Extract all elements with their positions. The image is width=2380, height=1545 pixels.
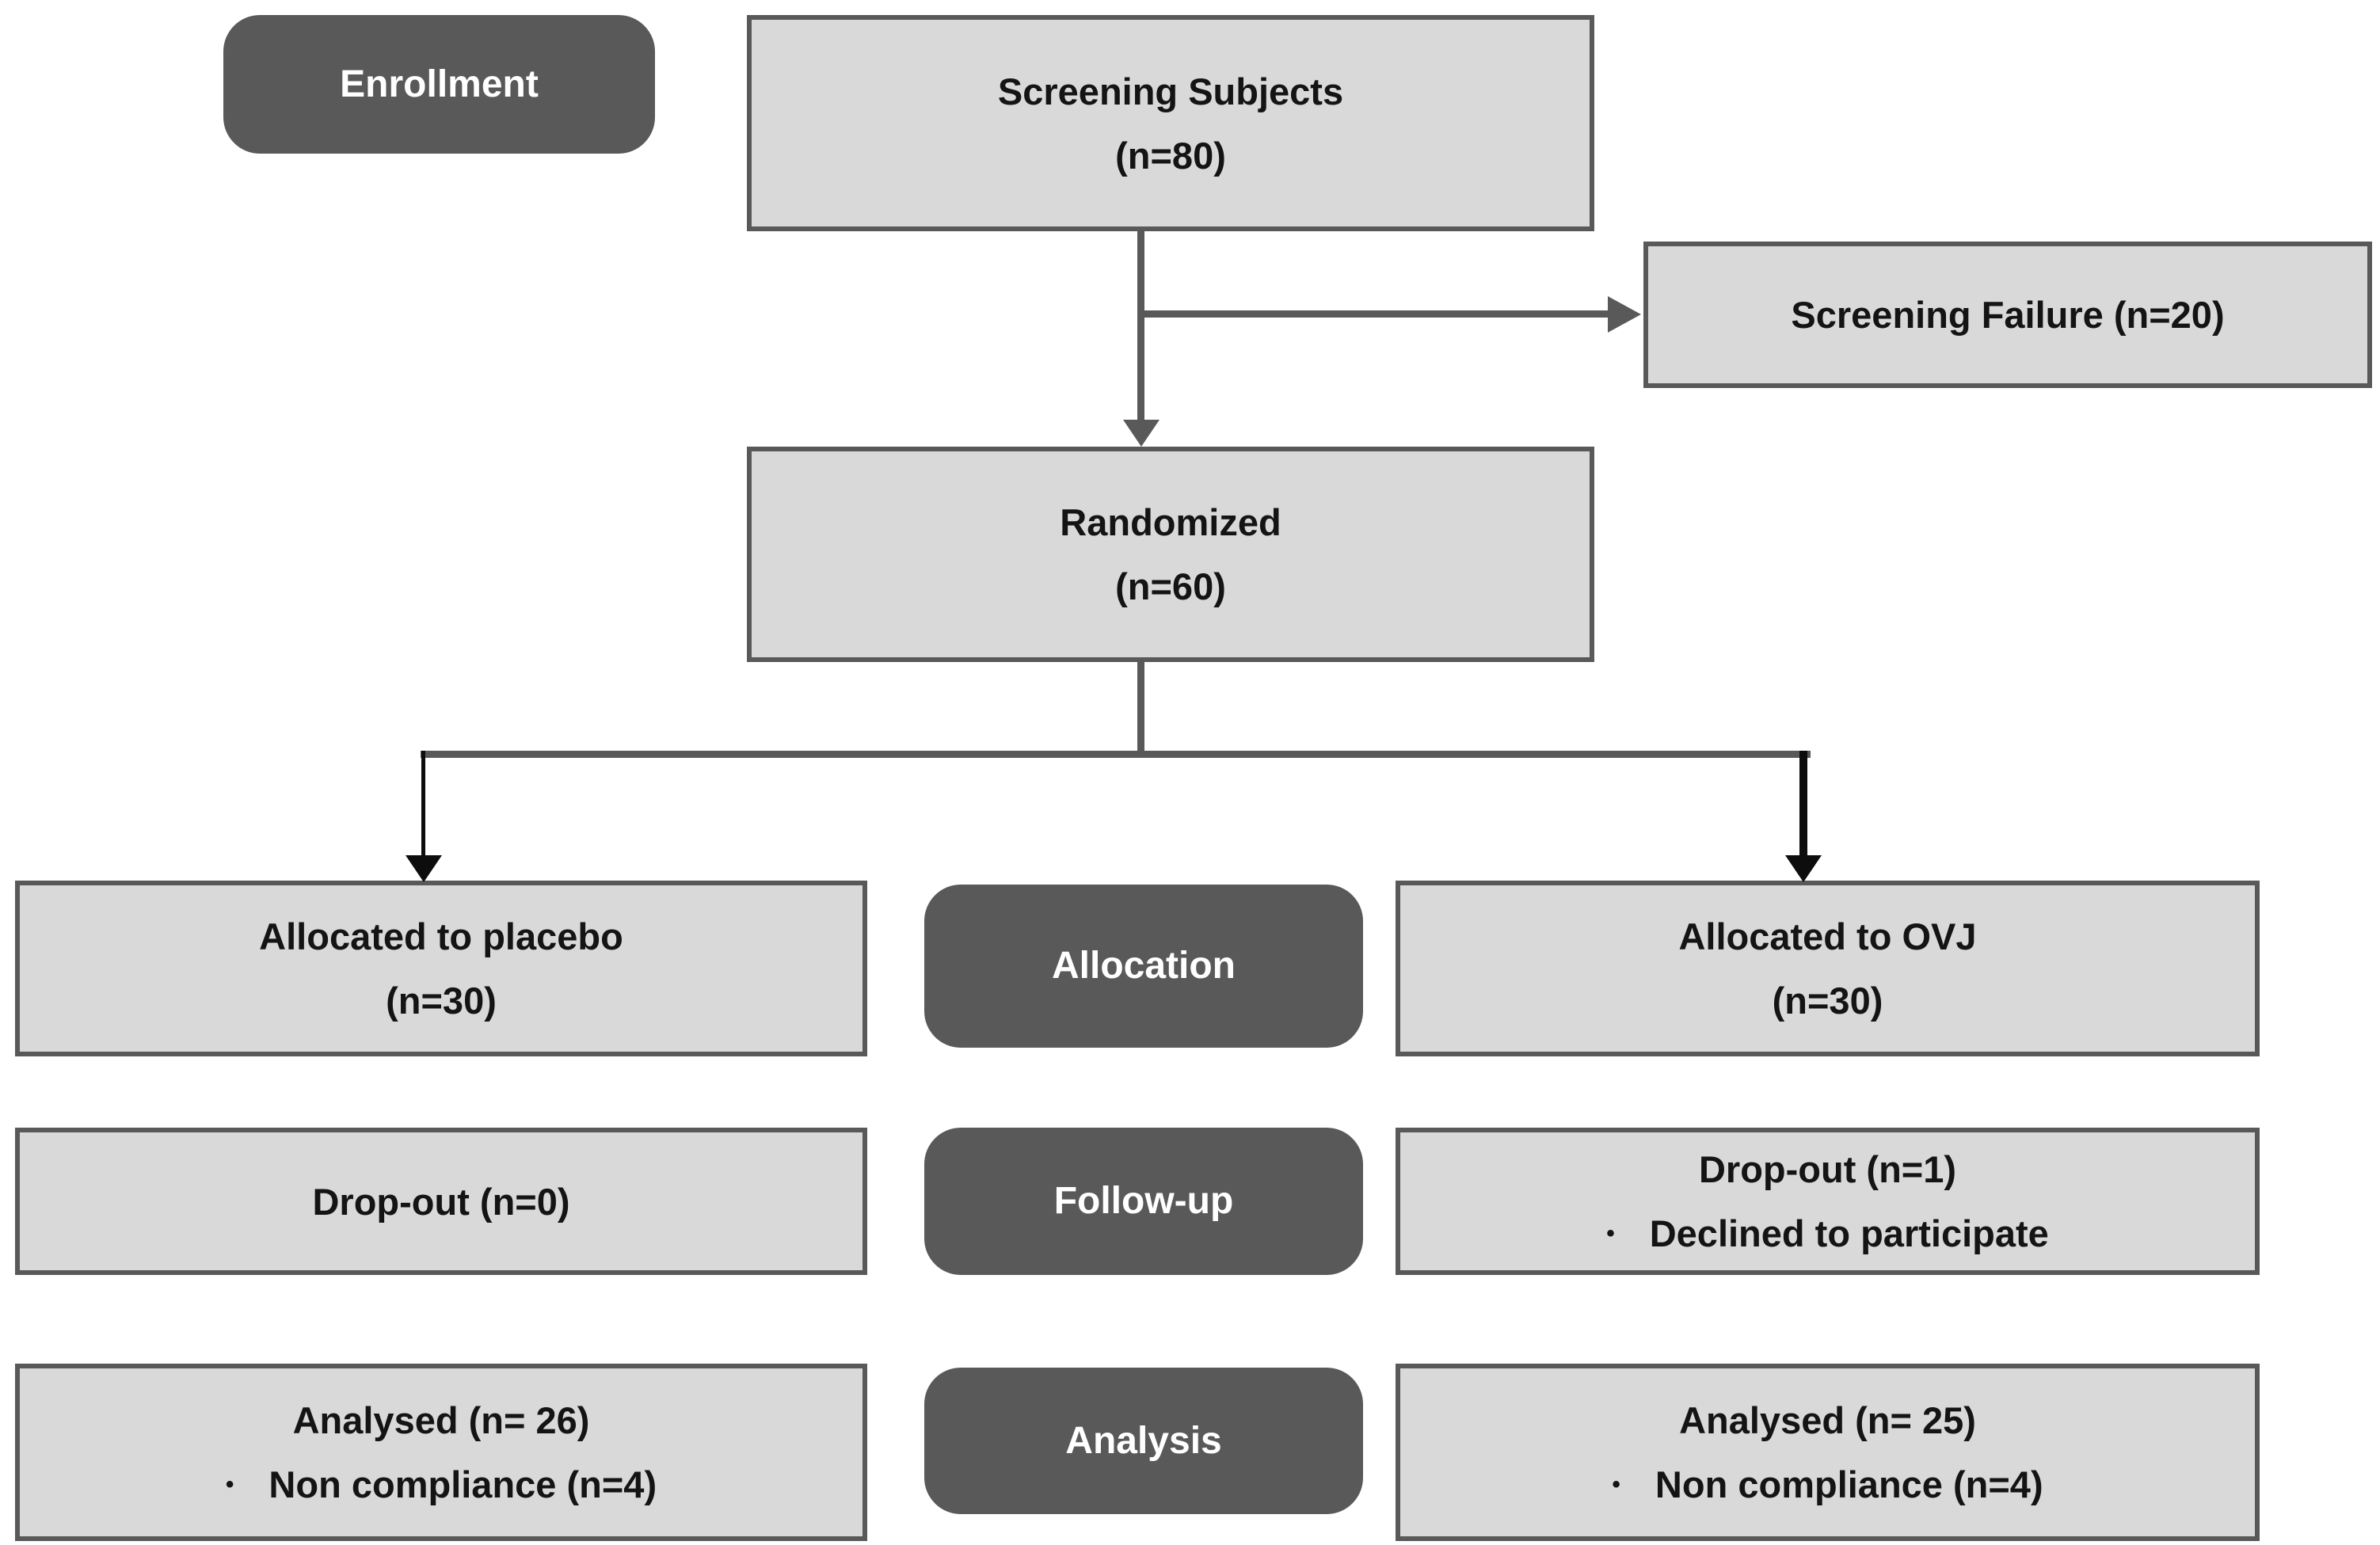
connector-screening-to-failure [1140, 310, 1609, 318]
box-count: (n=80) [1115, 134, 1226, 177]
bullet-text: Non compliance (n=4) [268, 1463, 657, 1505]
box-allocated-ovj: Allocated to OVJ (n=30) [1396, 881, 2260, 1056]
box-line: Drop-out (n=0) [312, 1180, 570, 1223]
box-line: Randomized [1060, 501, 1281, 543]
box-analysed-placebo: Analysed (n= 26) • Non compliance (n=4) [15, 1364, 867, 1541]
arrowhead-down-ovj-icon [1785, 855, 1822, 882]
box-count: (n=60) [1115, 565, 1226, 607]
stage-chip-allocation: Allocation [924, 885, 1363, 1048]
box-line: Screening Failure (n=20) [1791, 294, 2225, 336]
connector-split-to-placebo [421, 751, 425, 857]
box-dropout-ovj: Drop-out (n=1) • Declined to participate [1396, 1128, 2260, 1275]
arrowhead-down-placebo-icon [406, 855, 442, 882]
arrowhead-right-failure-icon [1608, 296, 1641, 333]
box-line: Screening Subjects [997, 70, 1344, 112]
bullet-icon: • [225, 1471, 234, 1497]
box-bullet-line: • Non compliance (n=4) [226, 1466, 657, 1503]
box-count: (n=30) [386, 980, 497, 1022]
stage-chip-analysis: Analysis [924, 1368, 1363, 1514]
box-line: Analysed (n= 25) [1679, 1399, 1976, 1441]
bullet-text: Declined to participate [1649, 1212, 2049, 1254]
box-allocated-placebo: Allocated to placebo (n=30) [15, 881, 867, 1056]
box-analysed-ovj: Analysed (n= 25) • Non compliance (n=4) [1396, 1364, 2260, 1541]
box-line: Analysed (n= 26) [292, 1399, 590, 1441]
box-bullet-line: • Non compliance (n=4) [1612, 1466, 2043, 1503]
box-screening-failure: Screening Failure (n=20) [1643, 242, 2372, 388]
connector-split-horizontal [421, 751, 1811, 758]
connector-randomized-to-split [1137, 662, 1144, 754]
box-bullet-line: • Declined to participate [1606, 1215, 2049, 1252]
box-randomized: Randomized (n=60) [747, 447, 1594, 662]
stage-label-analysis: Analysis [1065, 1419, 1222, 1462]
bullet-text: Non compliance (n=4) [1655, 1463, 2043, 1505]
box-line: Allocated to OVJ [1678, 915, 1977, 957]
stage-chip-follow-up: Follow-up [924, 1128, 1363, 1275]
arrowhead-down-randomized-icon [1123, 420, 1160, 447]
box-line: Allocated to placebo [259, 915, 623, 957]
connector-split-to-ovj [1799, 751, 1807, 857]
bullet-icon: • [1606, 1220, 1615, 1246]
box-dropout-placebo: Drop-out (n=0) [15, 1128, 867, 1275]
box-count: (n=30) [1772, 980, 1883, 1022]
stage-label-follow-up: Follow-up [1053, 1180, 1234, 1222]
stage-chip-enrollment: Enrollment [223, 15, 655, 154]
stage-label-allocation: Allocation [1051, 945, 1236, 987]
bullet-icon: • [1612, 1471, 1620, 1497]
box-line: Drop-out (n=1) [1698, 1148, 1957, 1190]
box-screening-subjects: Screening Subjects (n=80) [747, 15, 1594, 231]
stage-label-enrollment: Enrollment [340, 63, 539, 105]
connector-screening-to-randomized [1137, 231, 1144, 421]
